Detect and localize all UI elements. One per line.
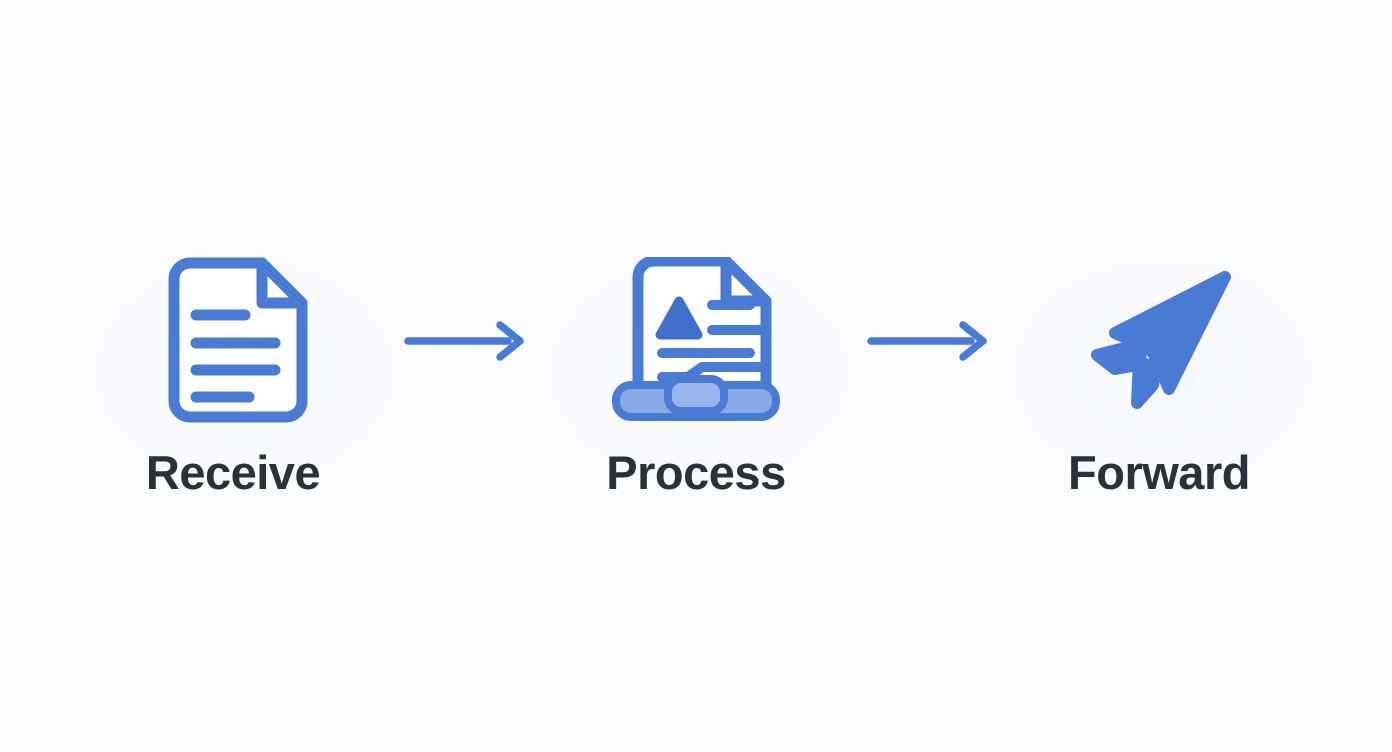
step-icon-wrapper	[153, 257, 313, 427]
arrow-right-icon	[403, 321, 524, 361]
step-label-forward: Forward	[1068, 445, 1250, 499]
step-label-process: Process	[606, 445, 786, 499]
flow-step-receive[interactable]: Receive	[83, 257, 383, 496]
document-on-laptop-icon	[612, 256, 780, 421]
laptop-trackpad	[664, 374, 728, 415]
step-icon-wrapper	[610, 256, 782, 427]
connector-receive-to-process	[383, 321, 546, 361]
flow-step-process[interactable]: Process	[546, 256, 846, 499]
connector-process-to-forward	[846, 321, 1009, 361]
flow-step-forward[interactable]: Forward	[1009, 257, 1309, 496]
arrow-right-icon	[866, 321, 987, 361]
document-lines-icon	[168, 257, 308, 422]
step-icon-wrapper	[1077, 257, 1242, 427]
paper-plane-icon	[1090, 270, 1231, 409]
step-label-receive: Receive	[145, 445, 321, 499]
